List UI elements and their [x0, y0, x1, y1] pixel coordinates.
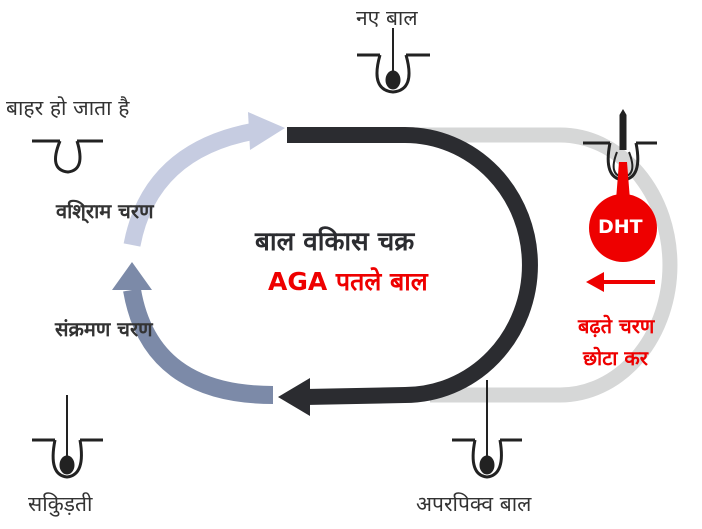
new-hair-label: नए बाल — [356, 6, 418, 30]
immature-hair-follicle-icon — [452, 380, 522, 479]
growth-phase-label-line1: बढ़ते चरण — [578, 314, 655, 338]
shrunk-label: सकिुड़ती — [28, 492, 93, 516]
shed-follicle-icon — [32, 139, 103, 174]
new-hair-follicle-icon — [357, 28, 430, 94]
growth-phase-label-line2: छोटा कर — [583, 346, 648, 370]
resting-phase-label: वशि्राम चरण — [56, 199, 154, 223]
dht-label: DHT — [598, 216, 643, 238]
diagram-subtitle: AGA पतले बाल — [268, 267, 428, 296]
main-arc-arrowhead — [278, 378, 310, 416]
transition-phase-arc — [123, 288, 274, 404]
transition-arc-arrowhead — [112, 262, 152, 290]
shortening-arrowhead — [586, 272, 604, 292]
dht-circle — [589, 194, 657, 262]
transition-phase-label: संक्रमण चरण — [55, 317, 153, 341]
shrunk-follicle-icon — [32, 395, 103, 479]
resting-phase-arc — [123, 122, 257, 247]
main-cycle-arc — [287, 127, 538, 405]
diagram-title: बाल वकिास चक्र — [255, 227, 415, 257]
resting-arc-arrowhead — [248, 112, 285, 150]
immature-hair-label: अपरपिक्व बाल — [416, 492, 532, 516]
falls-out-label: बाहर हो जाता है — [6, 96, 130, 120]
faded-cycle-arc — [300, 127, 678, 403]
dht-drop-stem — [616, 162, 630, 200]
